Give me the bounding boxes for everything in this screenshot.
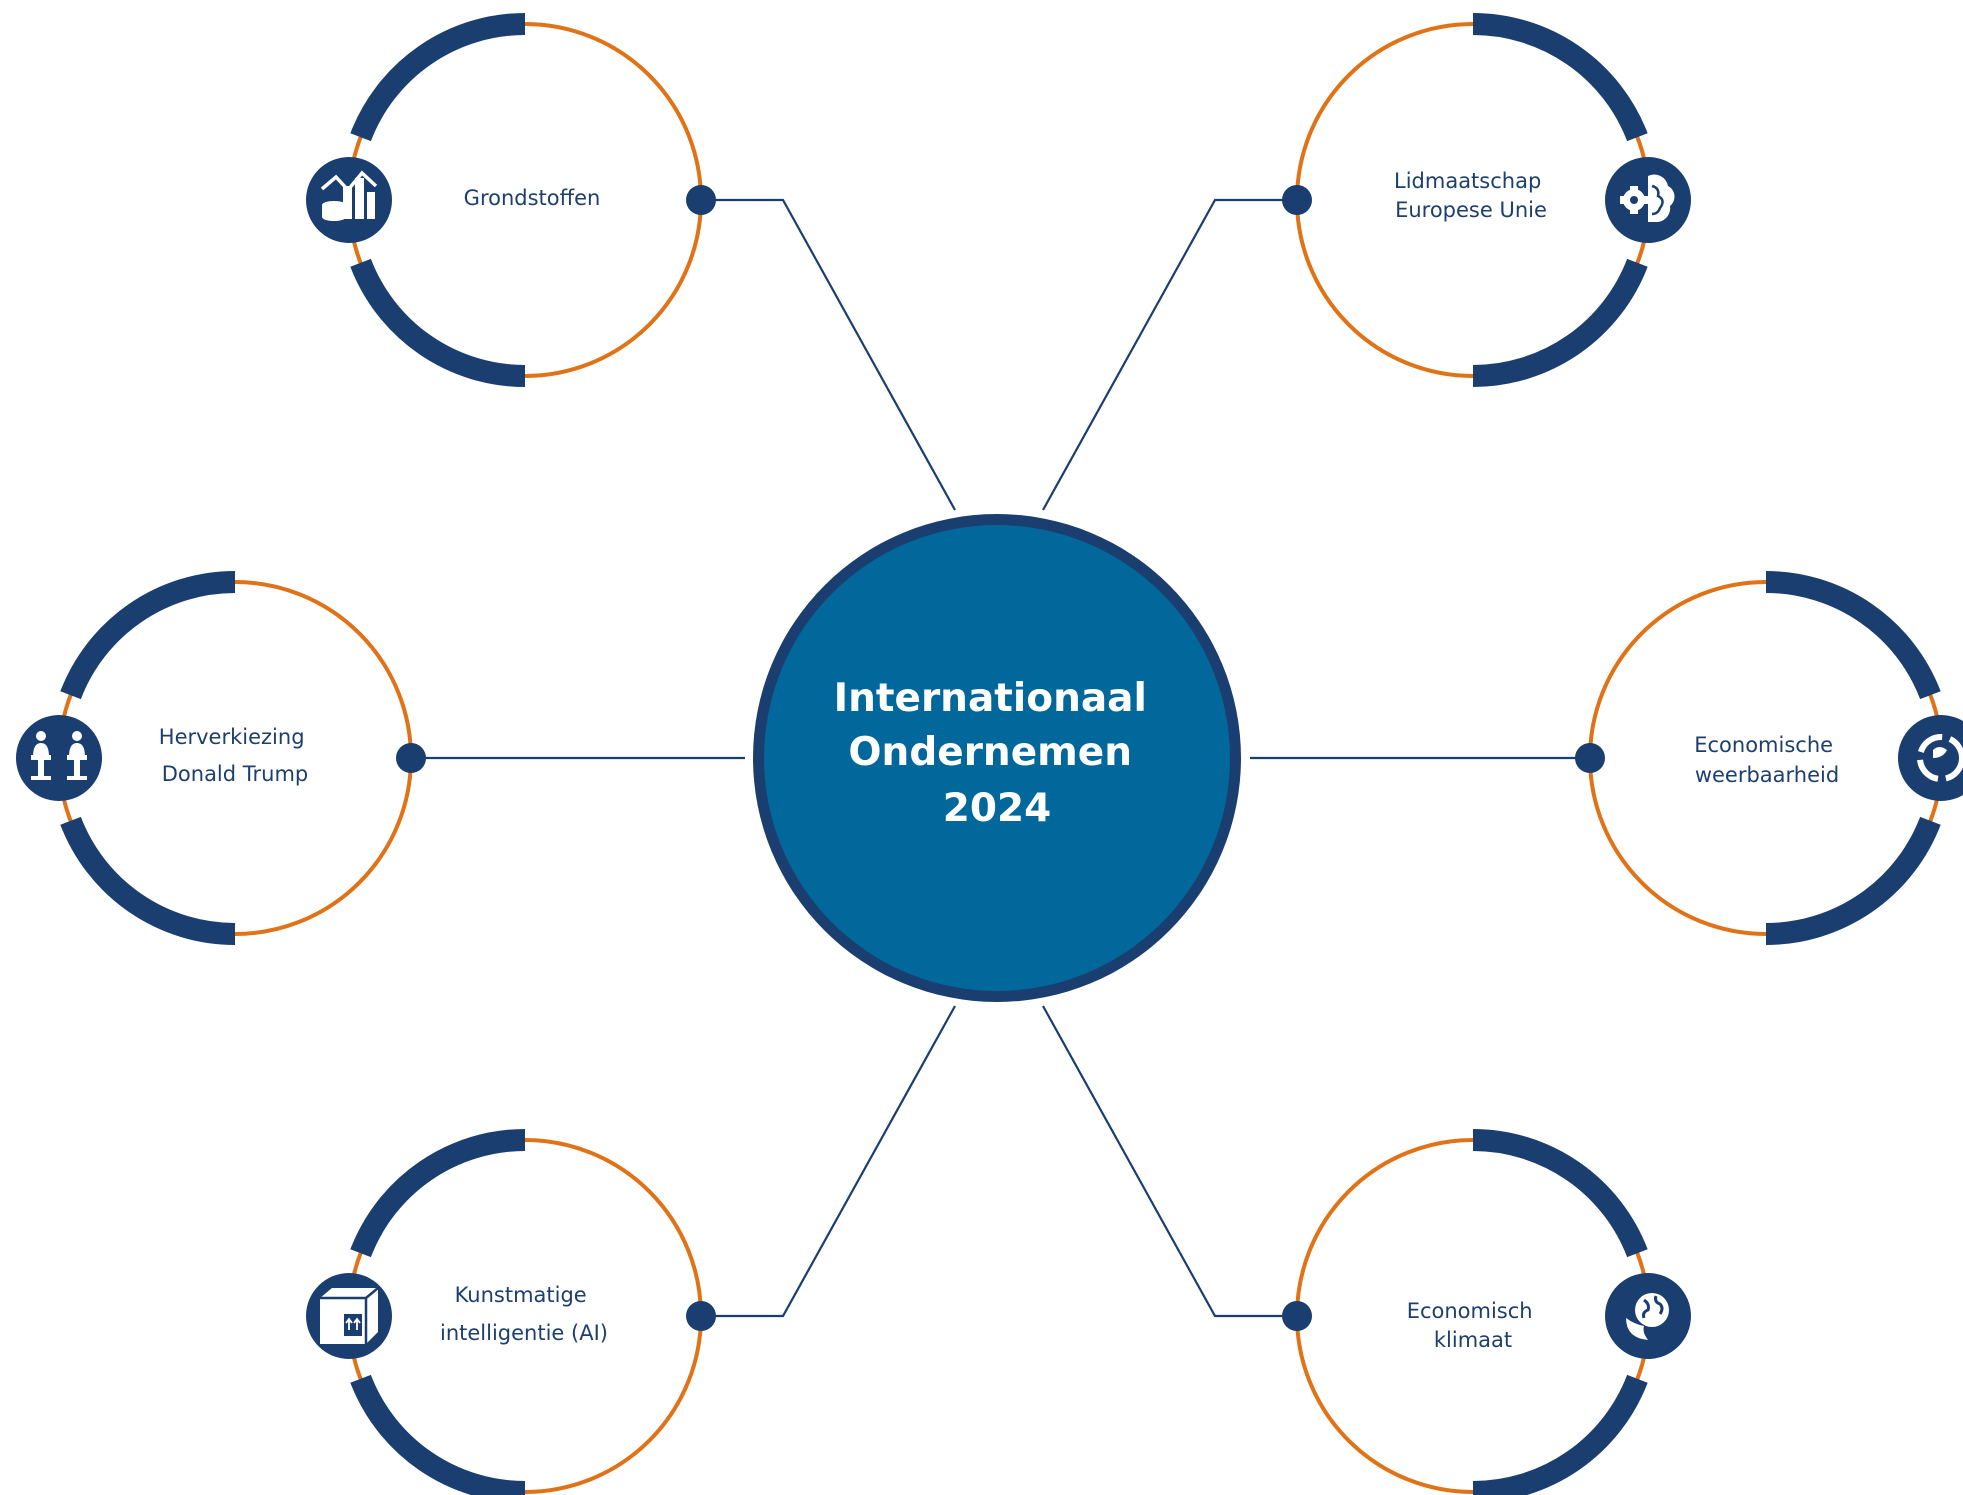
central-hub: Internationaal Ondernemen 2024 xyxy=(753,514,1241,1002)
connector-lidmaatschap-eu xyxy=(1042,198,1297,511)
connector-dot-economisch-klimaat xyxy=(1282,1301,1312,1331)
connector-dot-kunstmatige-intelligentie xyxy=(686,1301,716,1331)
topic-economische-weerbaarheid[interactable]: Economische weerbaarheid xyxy=(1575,571,1963,945)
connector-dot-economische-weerbaarheid xyxy=(1575,743,1605,773)
connectors xyxy=(411,198,1590,1318)
connector-economisch-klimaat xyxy=(1042,1005,1297,1318)
topic-herverkiezing-trump[interactable]: Herverkiezing Donald Trump xyxy=(16,571,426,945)
topic-economisch-klimaat-label: Economisch klimaat xyxy=(1407,1299,1540,1352)
connector-grondstoffen xyxy=(701,198,956,511)
center-title-line-3: 2024 xyxy=(943,786,1052,831)
center-title: Internationaal Ondernemen 2024 xyxy=(834,676,1161,831)
recycle-arrows-icon xyxy=(1898,715,1963,801)
two-speakers-podium-icon xyxy=(16,715,102,801)
connector-dot-lidmaatschap-eu xyxy=(1282,185,1312,215)
gear-brain-icon xyxy=(1605,157,1691,243)
topic-economische-weerbaarheid-label: Economische weerbaarheid xyxy=(1694,733,1840,787)
connector-dot-herverkiezing-trump xyxy=(396,743,426,773)
center-title-line-1: Internationaal xyxy=(834,676,1147,721)
topic-herverkiezing-trump-label: Herverkiezing Donald Trump xyxy=(159,725,311,786)
shipping-box-icon xyxy=(306,1273,392,1359)
topic-kunstmatige-intelligentie-label: Kunstmatige intelligentie (AI) xyxy=(440,1283,608,1345)
globe-leaf-icon xyxy=(1605,1273,1691,1359)
connector-dot-grondstoffen xyxy=(686,185,716,215)
topic-grondstoffen-label: Grondstoffen xyxy=(464,186,601,210)
center-title-line-2: Ondernemen xyxy=(848,730,1132,775)
raw-materials-chart-icon xyxy=(306,157,392,243)
connector-kunstmatige-intelligentie xyxy=(701,1005,956,1318)
topic-kunstmatige-intelligentie[interactable]: Kunstmatige intelligentie (AI) xyxy=(306,1129,716,1495)
topic-lidmaatschap-eu[interactable]: Lidmaatschap Europese Unie xyxy=(1282,13,1691,387)
topic-economisch-klimaat[interactable]: Economisch klimaat xyxy=(1282,1129,1691,1495)
topic-grondstoffen[interactable]: Grondstoffen xyxy=(306,13,716,387)
topic-lidmaatschap-eu-label: Lidmaatschap Europese Unie xyxy=(1394,169,1548,222)
